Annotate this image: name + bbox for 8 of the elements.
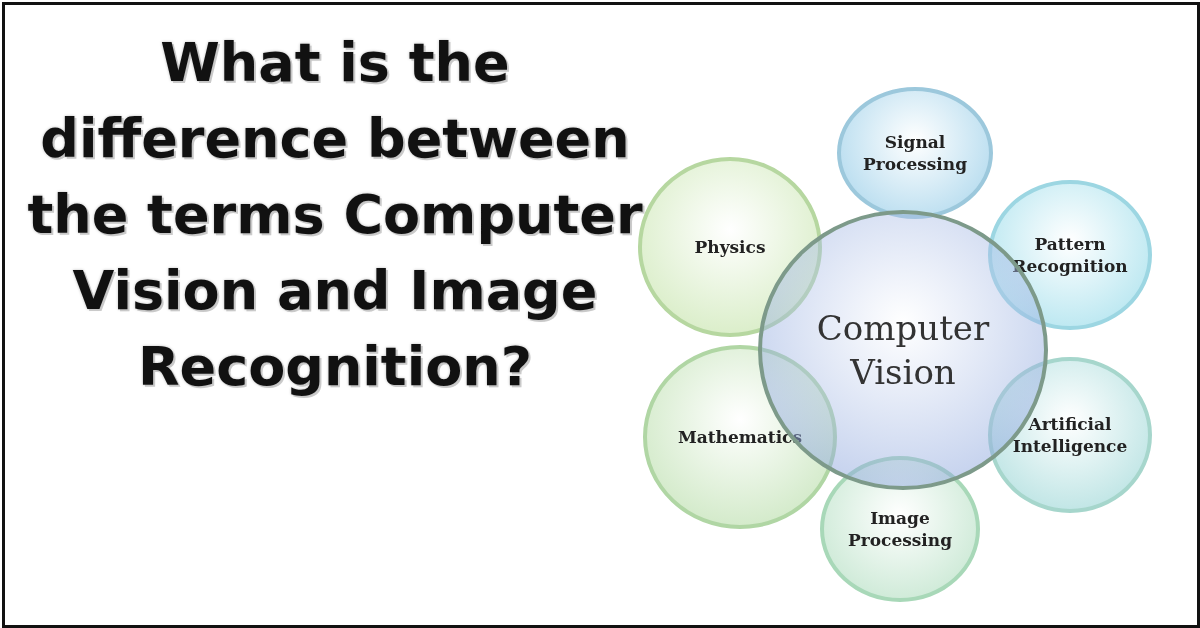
circle-label: Pattern Recognition [1011,233,1129,277]
circle-label: Artificial Intelligence [1011,413,1129,457]
circle-label: Physics [694,236,766,258]
circle-label: Computer Vision [815,307,991,394]
circle-label: Image Processing [846,507,954,551]
circle-label: Signal Processing [861,131,969,175]
heading: What is the difference between the terms Computer Vision and Image Recognition? [26,30,644,400]
circle-label: Mathematics [677,426,803,448]
